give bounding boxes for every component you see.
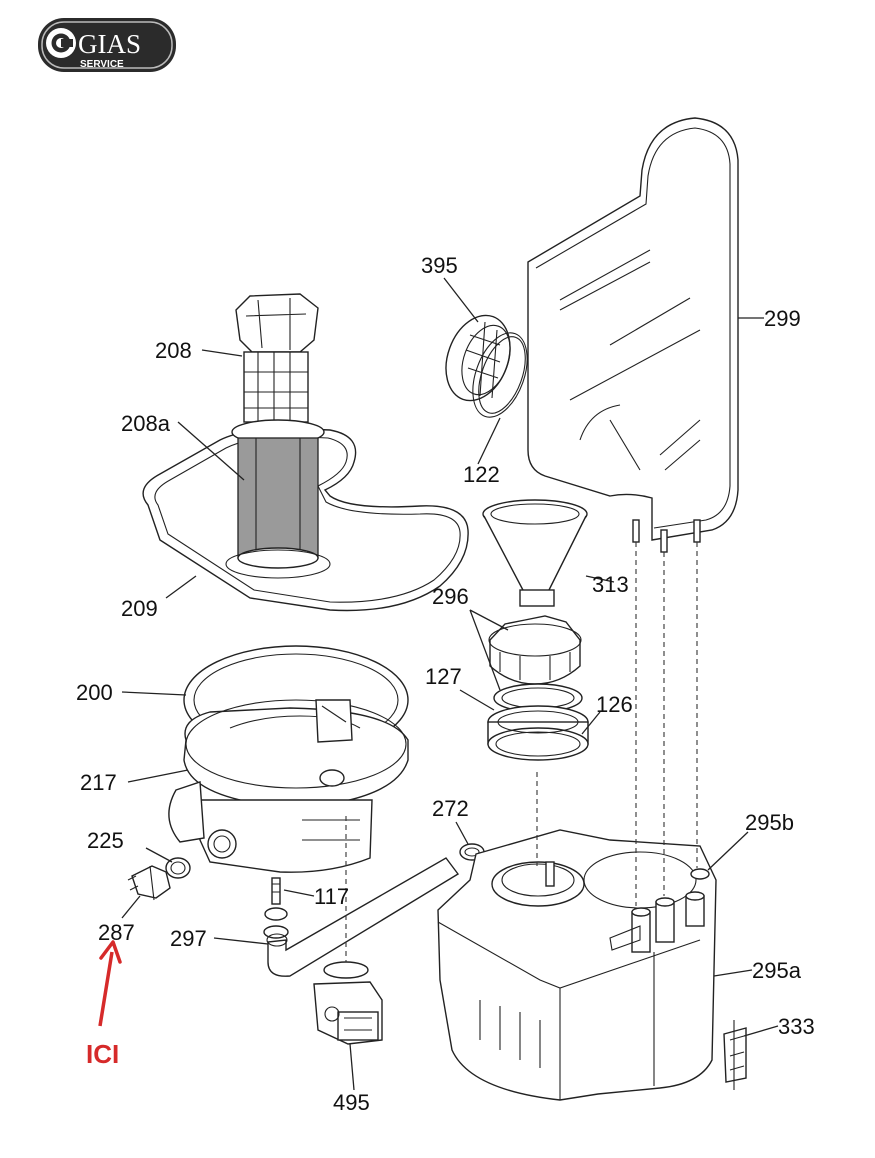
label-295a: 295a — [752, 958, 802, 983]
label-296: 296 — [432, 584, 469, 609]
part-395-cap — [445, 314, 511, 402]
red-arrow-head — [99, 940, 122, 964]
label-299: 299 — [764, 306, 801, 331]
label-313: 313 — [592, 572, 629, 597]
ici-callout: ICI — [86, 940, 122, 1069]
part-labels: 208 208a 209 395 122 299 313 296 127 126… — [76, 253, 815, 1115]
ici-label: ICI — [86, 1039, 119, 1069]
part-495-valve — [313, 961, 383, 1045]
label-126: 126 — [596, 692, 633, 717]
label-200: 200 — [76, 680, 113, 705]
gias-service-logo: GIAS SERVICE — [38, 18, 176, 72]
part-217-sump — [168, 699, 409, 873]
part-208-filter — [235, 293, 319, 423]
label-297: 297 — [170, 926, 207, 951]
part-297-hose — [266, 857, 460, 977]
part-287-sensor — [127, 865, 171, 901]
part-295b-ring — [690, 868, 710, 880]
label-122: 122 — [463, 462, 500, 487]
part-208a-mesh — [225, 419, 331, 579]
label-395: 395 — [421, 253, 458, 278]
logo-sub: SERVICE — [80, 59, 124, 70]
part-313-funnel — [482, 499, 588, 607]
leader-lines — [121, 277, 779, 1091]
label-495: 495 — [333, 1090, 370, 1115]
part-295a-tank — [437, 829, 717, 1101]
label-127: 127 — [425, 664, 462, 689]
label-208a: 208a — [121, 411, 171, 436]
label-217: 217 — [80, 770, 117, 795]
part-333-clip — [723, 1020, 747, 1090]
alignment-lines — [345, 542, 698, 962]
label-272: 272 — [432, 796, 469, 821]
label-333: 333 — [778, 1014, 815, 1039]
label-208: 208 — [155, 338, 192, 363]
label-117: 117 — [314, 884, 349, 909]
part-225-ring — [165, 857, 191, 879]
part-117-screw — [263, 877, 289, 939]
logo-brand: GIAS — [78, 29, 141, 59]
label-295b: 295b — [745, 810, 794, 835]
part-296-cap — [488, 615, 582, 685]
red-arrow-shaft — [98, 951, 114, 1027]
part-126-ring — [487, 705, 589, 761]
part-299-reservoir — [527, 117, 739, 553]
label-287: 287 — [98, 920, 135, 945]
label-225: 225 — [87, 828, 124, 853]
label-209: 209 — [121, 596, 158, 621]
part-122-oring — [472, 332, 528, 418]
